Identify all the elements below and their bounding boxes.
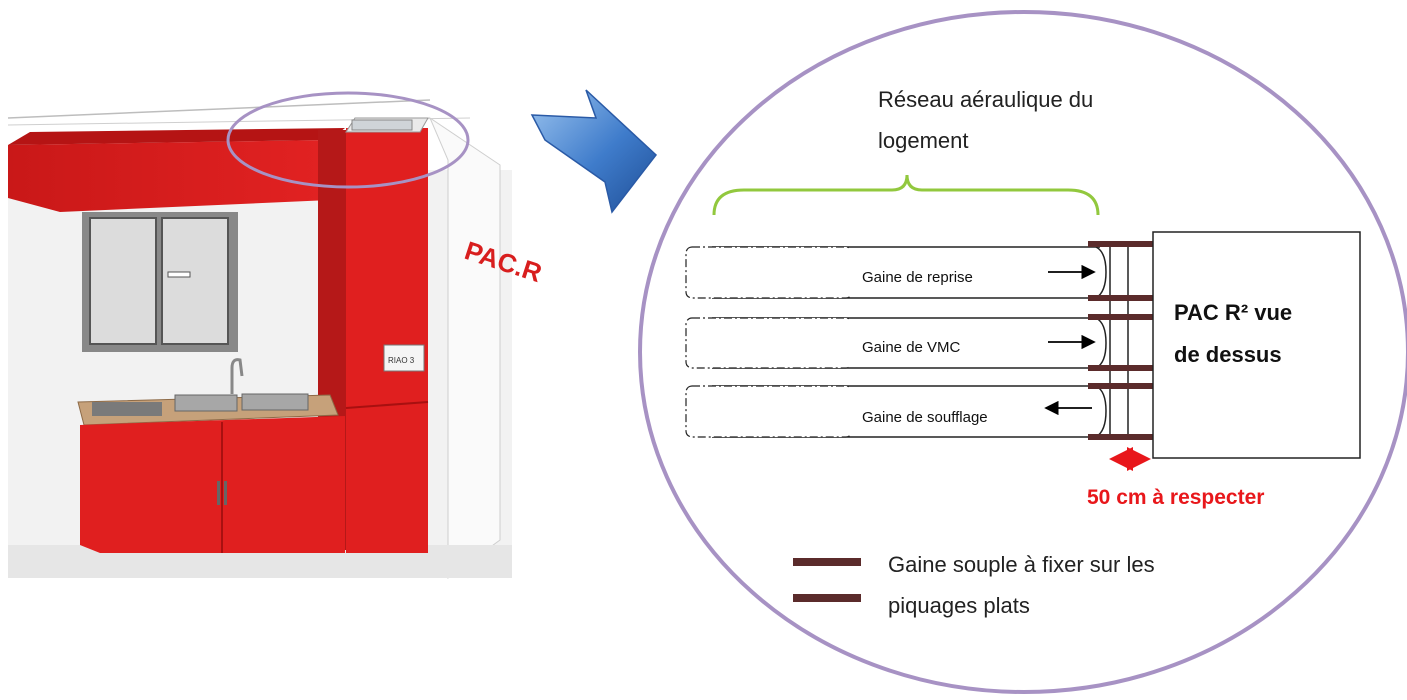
- duct-end-1: [1095, 246, 1107, 299]
- faucet: [230, 358, 244, 394]
- callout-circle: [638, 10, 1407, 694]
- flex-duct-bars: [1088, 241, 1156, 440]
- pac-column: [346, 128, 428, 553]
- terminal-soufflage: [685, 385, 853, 438]
- window-handle: [167, 271, 191, 278]
- highlight-ellipse: [226, 91, 470, 189]
- duct-end-3: [1095, 385, 1107, 438]
- network-label-line1: Réseau aéraulique du: [878, 87, 1093, 112]
- window-pane-right: [161, 217, 229, 345]
- pac-column-joint: [345, 401, 429, 409]
- flex-bar: [1088, 241, 1156, 247]
- ceiling-edge: [7, 99, 431, 119]
- soffit-beam-top: [8, 128, 345, 145]
- pac-controller-label: RIAO 3: [388, 356, 415, 365]
- soffit-beam: [8, 140, 330, 212]
- cabinet-handle-right: [224, 481, 227, 505]
- terminal-reprise: [685, 246, 853, 299]
- pac-controller: [383, 344, 425, 372]
- terminal-gap-3: [842, 388, 854, 435]
- legend-line1: Gaine souple à fixer sur les: [888, 552, 1155, 577]
- duct-label-vmc: Gaine de VMC: [862, 339, 961, 356]
- pac-box-line1: PAC R² vue: [1174, 300, 1292, 325]
- network-label-line2: logement: [878, 128, 969, 153]
- network-brace: [712, 174, 1100, 216]
- pac-box: [1152, 231, 1361, 459]
- duct-label-reprise: Gaine de reprise: [862, 269, 973, 286]
- flex-bar: [1088, 295, 1156, 301]
- terminal-gap-1: [842, 249, 854, 296]
- pac-box-line2: de dessus: [1174, 342, 1282, 367]
- flex-bar: [1088, 434, 1156, 440]
- legend-swatch-top: [793, 558, 861, 566]
- pointer-arrow: [530, 89, 658, 214]
- duct-label-soufflage: Gaine de soufflage: [862, 409, 988, 426]
- duct-diagram: Gaine de reprise Gaine de VMC Gaine de s…: [685, 231, 1361, 509]
- legend-swatch-bottom: [793, 594, 861, 602]
- cabinet-handle-left: [217, 481, 220, 505]
- flex-bar: [1088, 365, 1156, 371]
- terminal-gap-2: [842, 320, 854, 366]
- flex-bar: [1088, 314, 1156, 320]
- kitchen-view: PAC.R RIAO 3: [7, 91, 546, 579]
- legend: Gaine souple à fixer sur les piquages pl…: [793, 552, 1155, 618]
- clearance-label: 50 cm à respecter: [1087, 486, 1264, 509]
- sink-drainer: [92, 402, 162, 416]
- duct-end-2: [1095, 317, 1107, 369]
- sink-bowl-2: [241, 393, 309, 411]
- pac-top-unit-grille: [351, 119, 413, 131]
- lower-cabinets: [80, 416, 345, 553]
- sink-bowl-1: [174, 394, 238, 412]
- window-pane-left: [89, 217, 157, 345]
- terminal-vmc: [685, 317, 853, 369]
- flex-bar: [1088, 383, 1156, 389]
- legend-line2: piquages plats: [888, 593, 1030, 618]
